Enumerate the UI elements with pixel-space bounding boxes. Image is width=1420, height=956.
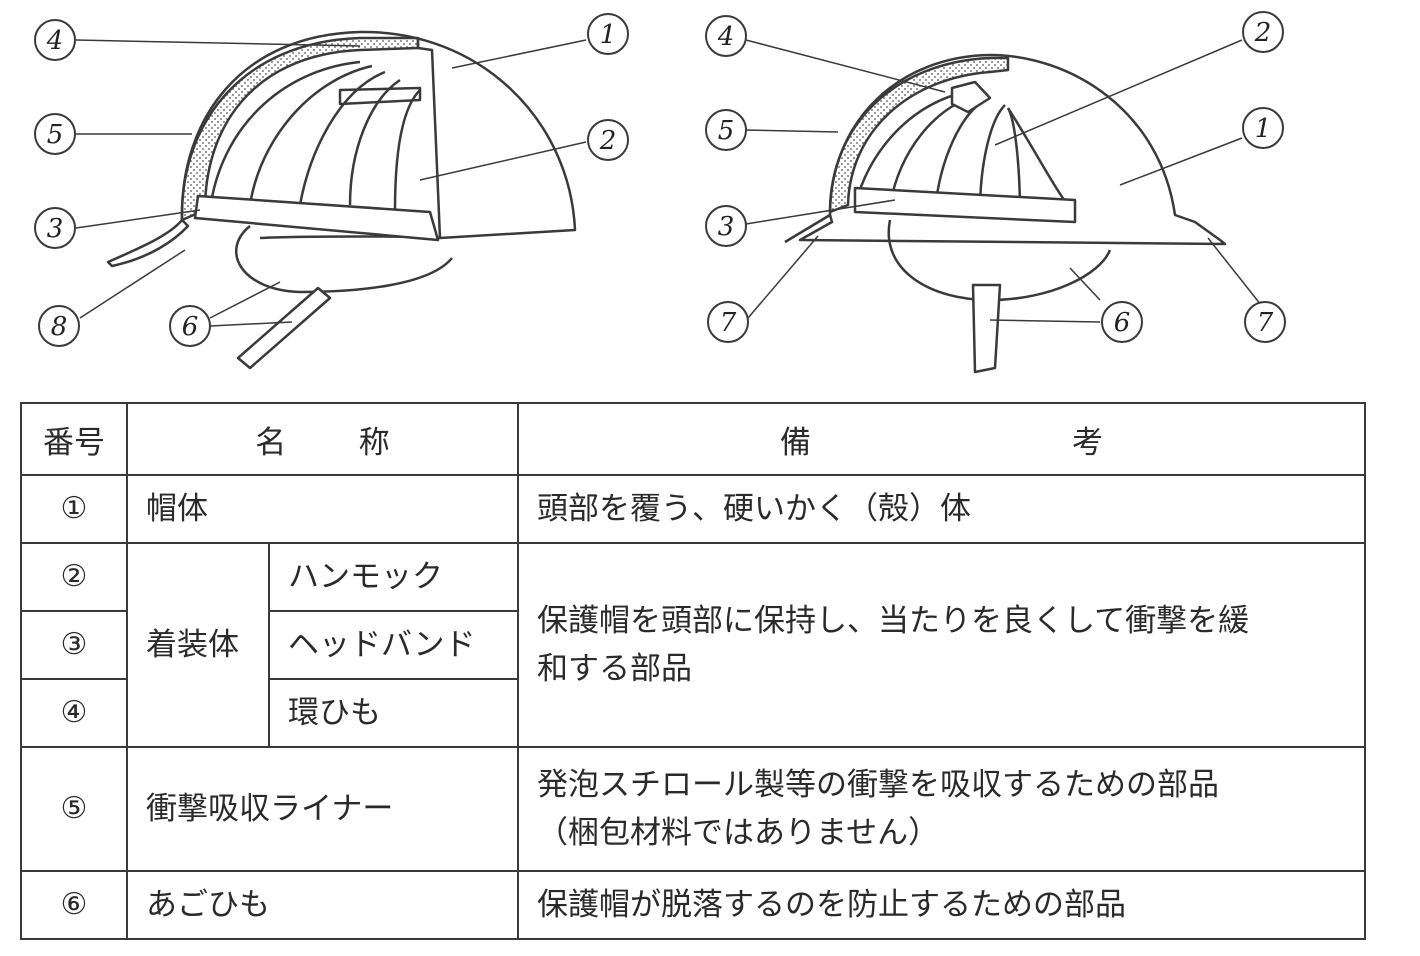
- part-name: 帽体: [126, 474, 519, 544]
- header-name: 名 称: [126, 402, 519, 476]
- callout-1: 1: [1255, 114, 1272, 144]
- liner-band: [828, 56, 1010, 214]
- row-number: ③: [20, 610, 128, 680]
- table-row: ① 帽体 頭部を覆う、硬いかく（殻）体: [20, 474, 1366, 544]
- row-number: ①: [20, 474, 128, 544]
- chin-strap: [235, 225, 453, 294]
- part-remark: 保護帽が脱落するのを防止するための部品: [517, 870, 1366, 940]
- callout-7: 7: [1257, 308, 1274, 338]
- callout-3: 3: [47, 214, 64, 244]
- row-number: ⑥: [20, 870, 128, 940]
- table-row: ④ 環ひも: [20, 678, 1365, 748]
- part-remark: 保護帽を頭部に保持し、当たりを良くして衝撃を緩 和する部品: [517, 542, 1366, 748]
- row-number: ④: [20, 678, 128, 748]
- helmet-diagram-cap-type: 4 5 3 8 6 1 2: [34, 13, 629, 370]
- header-remarks: 備 考: [517, 402, 1366, 476]
- callout-4: 4: [46, 26, 64, 56]
- callout-5: 5: [47, 120, 64, 150]
- helmet-parts-table: 番号 名 称 備 考 ① 帽体 頭部を覆う、硬いかく（殻）体 ② 着装体 ハンモ…: [20, 402, 1366, 940]
- table-row: ⑤ 衝撃吸収ライナー 発泡スチロール製等の衝撃を吸収するための部品 （梱包材料で…: [20, 746, 1366, 872]
- part-name: あごひも: [126, 870, 519, 940]
- helmet-diagram-brim-type: 4 5 3 7 2 1 6 7: [705, 11, 1286, 374]
- part-remark: 発泡スチロール製等の衝撃を吸収するための部品 （梱包材料ではありません）: [517, 746, 1366, 872]
- table-row: ③ ヘッドバンド: [20, 610, 1365, 680]
- callout-5: 5: [718, 116, 735, 146]
- part-name: 環ひも: [268, 678, 519, 748]
- part-name: 衝撃吸収ライナー: [126, 746, 519, 872]
- headband: [193, 194, 440, 242]
- callout-8: 8: [51, 312, 68, 342]
- part-name: ヘッドバンド: [268, 610, 519, 680]
- callout-6: 6: [182, 312, 199, 342]
- brim: [784, 213, 1227, 246]
- part-remark: 頭部を覆う、硬いかく（殻）体: [517, 474, 1366, 544]
- callout-6: 6: [1114, 308, 1131, 338]
- shell-outline: [180, 30, 577, 240]
- header-number: 番号: [20, 402, 128, 476]
- callout-1: 1: [600, 20, 617, 50]
- table-row: ⑥ あごひも 保護帽が脱落するのを防止するための部品: [20, 870, 1366, 940]
- visor: [106, 218, 190, 268]
- callout-2: 2: [1254, 18, 1272, 48]
- callout-2: 2: [599, 126, 617, 156]
- part-group: 着装体: [126, 542, 270, 748]
- callout-7: 7: [720, 308, 737, 338]
- table-header-row: 番号 名 称 備 考: [20, 402, 1366, 476]
- callout-3: 3: [718, 212, 735, 242]
- part-name: ハンモック: [268, 542, 519, 612]
- row-number: ⑤: [20, 746, 128, 872]
- headband: [853, 186, 1077, 224]
- liner-band: [180, 36, 420, 222]
- callout-4: 4: [717, 22, 735, 52]
- table-row: ② 着装体 ハンモック 保護帽を頭部に保持し、当たりを良くして衝撃を緩 和する部…: [20, 542, 1366, 748]
- row-number: ②: [20, 542, 128, 612]
